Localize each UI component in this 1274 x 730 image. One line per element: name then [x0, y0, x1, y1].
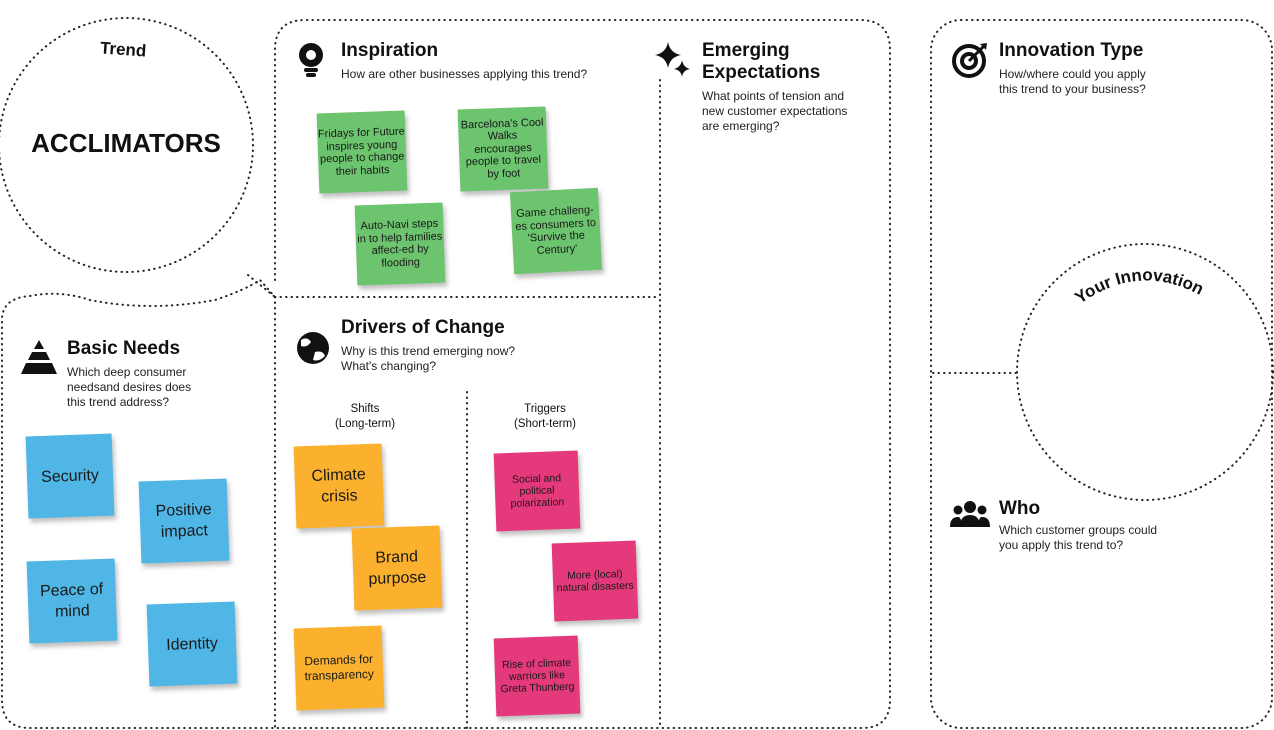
shifts-label-line1: Shifts	[350, 403, 380, 415]
emerging-title-line1: Emerging	[702, 40, 790, 61]
inspiration-question: How are other businesses applying this t…	[341, 67, 588, 81]
pyramid-icon	[21, 340, 57, 374]
sticky-note[interactable]: More (local) natural disasters	[551, 540, 639, 622]
people-icon	[950, 501, 990, 527]
sticky-note[interactable]: Positive impact	[138, 478, 230, 564]
shifts-label: Shifts (Long-term)	[315, 402, 415, 432]
emerging-question: What points of tension and new customer …	[702, 89, 848, 133]
sticky-note[interactable]: Climate crisis	[293, 443, 385, 529]
trend-label: Trend	[99, 38, 147, 61]
sticky-note[interactable]: Rise of climate warriors like Greta Thun…	[493, 635, 581, 717]
drivers-question-line1: Why is this trend emerging now?	[341, 344, 516, 358]
sparkle-icon	[655, 42, 690, 77]
triggers-label: Triggers (Short-term)	[495, 402, 595, 432]
sticky-note[interactable]: Identity	[146, 601, 238, 687]
sticky-note[interactable]: Demands for transparency	[293, 625, 385, 711]
sticky-note[interactable]: Social and political polarization	[493, 450, 581, 532]
drivers-question: Why is this trend emerging now?What's ch…	[341, 344, 515, 374]
trend-name: ACCLIMATORS	[31, 128, 221, 158]
sticky-note[interactable]: Game challeng-es consumers to 'Survive t…	[509, 187, 603, 275]
sticky-note[interactable]: Brand purpose	[351, 525, 443, 611]
sticky-note[interactable]: Security	[25, 433, 115, 519]
who-title: Who	[999, 498, 1041, 519]
your-innovation-label: Your Innovation	[1071, 265, 1206, 307]
basic-needs-question: Which deep consumer needsand desires doe…	[67, 365, 192, 409]
emerging-title-line2: Expectations	[702, 62, 821, 83]
triggers-label-line2: (Short-term)	[514, 418, 576, 430]
shifts-label-line2: (Long-term)	[334, 418, 396, 430]
sticky-note[interactable]: Fridays for Future inspires young people…	[316, 110, 408, 194]
innovation-type-question: How/where could you apply this trend to …	[999, 67, 1146, 96]
sticky-note[interactable]: Barcelona's Cool Walks encourages people…	[457, 106, 549, 192]
sticky-note[interactable]: Peace of mind	[26, 558, 118, 644]
target-icon	[952, 43, 987, 78]
lightbulb-icon	[299, 43, 323, 77]
inspiration-title: Inspiration	[341, 40, 439, 61]
drivers-question-line2: What's changing?	[341, 359, 437, 373]
basic-needs-title: Basic Needs	[67, 338, 181, 359]
svg-text:Your Innovation: Your Innovation	[1071, 265, 1206, 307]
globe-icon	[297, 332, 329, 364]
who-question: Which customer groups could you apply th…	[999, 523, 1158, 552]
sticky-note[interactable]: Auto-Navi steps in to help families affe…	[354, 202, 446, 286]
triggers-label-line1: Triggers	[524, 403, 566, 415]
innovation-type-title: Innovation Type	[999, 40, 1144, 61]
drivers-title: Drivers of Change	[341, 317, 505, 338]
